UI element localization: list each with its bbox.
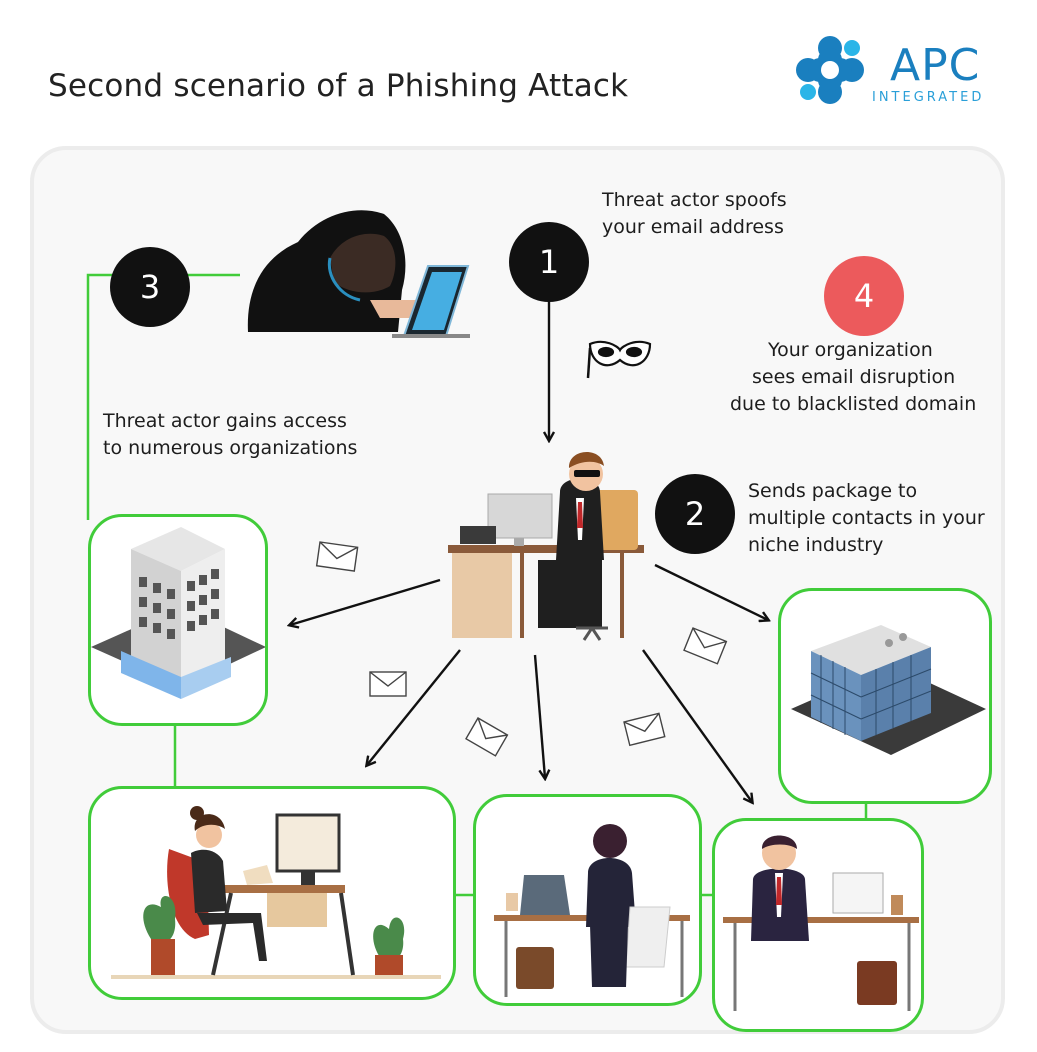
apc-logo: APC INTEGRATED — [790, 30, 1010, 110]
step-2-badge: 2 — [655, 474, 735, 554]
logo-name: APC — [890, 40, 981, 91]
attack-arrows — [290, 300, 768, 802]
step-4-line-3: due to blacklisted domain — [730, 393, 977, 415]
green-connectors — [86, 273, 868, 897]
step-4-line-1: Your organization — [768, 339, 933, 361]
step-2-line-1: Sends package to — [748, 480, 918, 502]
step-2-text: Sends package to multiple contacts in yo… — [748, 478, 985, 559]
organization-box-office-man-front — [712, 818, 924, 1032]
step-2-line-2: multiple contacts in your — [748, 507, 985, 529]
step-3-line-1: Threat actor gains access — [103, 410, 347, 432]
step-2-line-3: niche industry — [748, 534, 884, 556]
building-icon — [791, 625, 986, 755]
step-3-line-2: to numerous organizations — [103, 437, 358, 459]
step-1-text: Threat actor spoofs your email address — [602, 187, 787, 241]
step-1-line-1: Threat actor spoofs — [602, 189, 787, 211]
mask-icon — [586, 340, 652, 379]
step-4-line-2: sees email disruption — [752, 366, 956, 388]
step-3-text: Threat actor gains access to numerous or… — [103, 408, 357, 462]
step-4-badge: 4 — [824, 256, 904, 336]
logo-mark-icon — [796, 36, 864, 104]
step-3-badge: 3 — [110, 247, 190, 327]
envelope-icon — [315, 541, 728, 757]
step-4-text: Your organization sees email disruption … — [730, 337, 1000, 418]
step-1-badge: 1 — [509, 222, 589, 302]
office-worker-icon — [494, 824, 690, 997]
organization-box-building-left — [88, 514, 268, 726]
organization-box-office-man-back — [473, 794, 702, 1006]
logo-subtitle: INTEGRATED — [872, 90, 985, 105]
office-worker-icon — [723, 835, 919, 1011]
office-worker-icon — [111, 806, 441, 979]
page-title: Second scenario of a Phishing Attack — [48, 68, 629, 104]
building-icon — [91, 527, 265, 699]
organization-box-office-woman — [88, 786, 456, 1000]
step-1-line-2: your email address — [602, 216, 784, 238]
organization-box-building-right — [778, 588, 992, 804]
